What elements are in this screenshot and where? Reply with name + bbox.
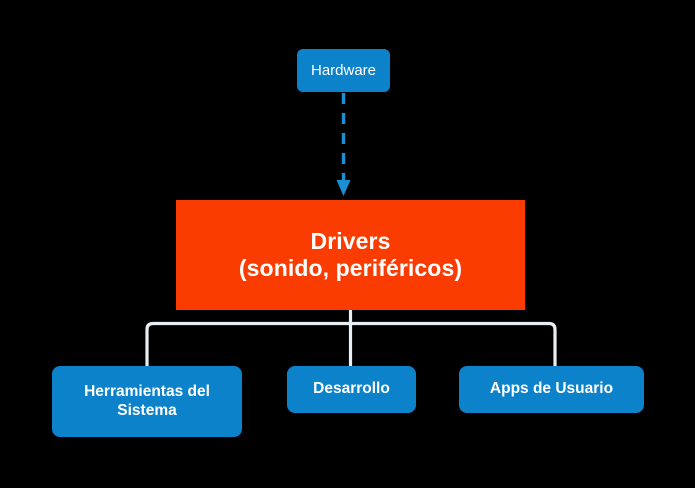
node-drivers-label-line-1: Drivers bbox=[310, 227, 391, 254]
connector-branch-right bbox=[350, 321, 557, 366]
node-desarrollo[interactable]: Desarrollo bbox=[287, 366, 416, 413]
node-drivers-text: Drivers (sonido, periféricos) bbox=[239, 228, 462, 282]
down-arrow-icon bbox=[336, 180, 351, 196]
node-herramientas-label-line-2: Sistema bbox=[117, 401, 177, 419]
node-drivers[interactable]: Drivers (sonido, periféricos) bbox=[176, 200, 525, 310]
node-hardware-label: Hardware bbox=[310, 61, 377, 79]
node-desarrollo-label: Desarrollo bbox=[313, 380, 390, 398]
node-hardware[interactable]: Hardware bbox=[297, 49, 390, 92]
dashed-connector-hardware-to-drivers bbox=[336, 93, 351, 196]
node-herramientas-del-sistema[interactable]: Herramientas del Sistema bbox=[52, 366, 242, 437]
node-apps-de-usuario[interactable]: Apps de Usuario bbox=[459, 366, 644, 413]
node-herramientas-text: Herramientas del Sistema bbox=[84, 383, 210, 420]
connector-branch-left bbox=[145, 321, 351, 366]
node-drivers-label-line-2: (sonido, periféricos) bbox=[238, 255, 463, 281]
node-herramientas-label-line-1: Herramientas del bbox=[84, 383, 210, 401]
node-apps-label: Apps de Usuario bbox=[489, 380, 614, 398]
tree-connector-drivers-to-children bbox=[145, 310, 557, 366]
